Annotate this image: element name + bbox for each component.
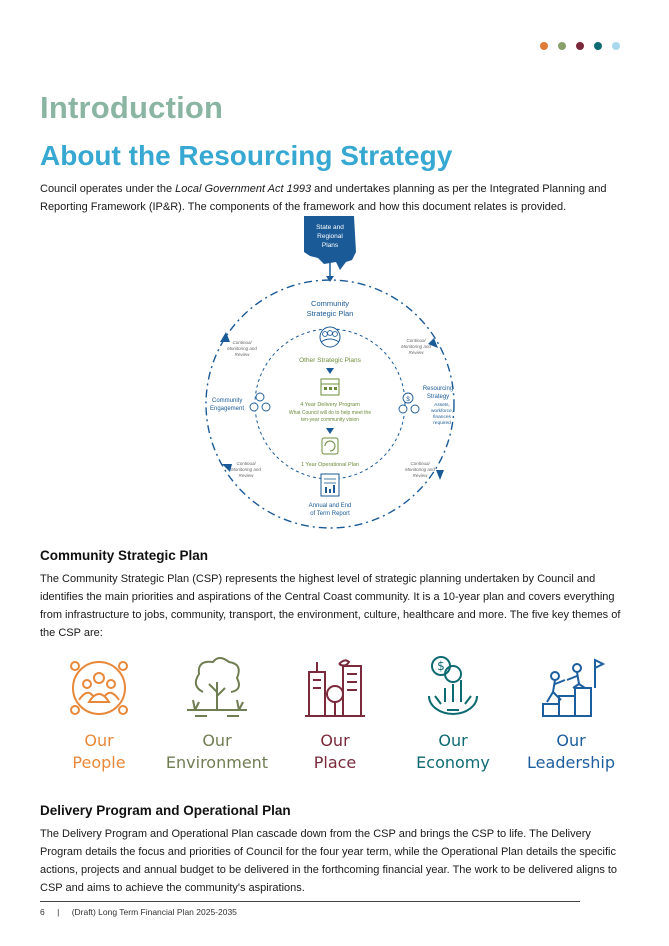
svg-text:$: $ [437, 659, 445, 673]
intro-text-before: Council operates under the [40, 183, 176, 195]
page-number: 6 [40, 907, 45, 917]
dot-light-blue [612, 42, 620, 50]
theme-economy: $ Our Economy [394, 652, 512, 774]
leadership-icon [542, 658, 606, 717]
people-icon [70, 661, 128, 715]
resourcing-label-5: finances [433, 414, 451, 420]
state-label-2: Regional [317, 233, 343, 240]
svg-text:Continual: Continual [236, 461, 256, 466]
outer-cycle-ring [205, 279, 455, 529]
other-plans-label: Other Strategic Plans [299, 357, 362, 364]
svg-text:Review: Review [239, 473, 255, 478]
footer-separator: | [57, 907, 60, 917]
cycle-arrow-icon [428, 338, 438, 348]
resourcing-label-4: workforce, [431, 408, 453, 414]
svg-text:$: $ [406, 397, 410, 403]
decorative-dots [540, 42, 620, 50]
csp-themes: Our People Our Environment [40, 652, 630, 774]
resourcing-label-2: Strategy [427, 394, 449, 400]
cycle-arrow-icon [220, 332, 230, 342]
theme-people: Our People [40, 652, 158, 774]
engagement-icon [249, 392, 271, 412]
svg-text:Continual: Continual [406, 338, 426, 343]
state-label-1: State and [316, 224, 344, 231]
economy-icon: $ [428, 656, 478, 715]
document-title: (Draft) Long Term Financial Plan 2025-20… [71, 907, 237, 917]
page-title: About the Resourcing Strategy [40, 140, 453, 171]
csp-label-1: Community [311, 299, 349, 308]
svg-text:Monitoring and: Monitoring and [401, 344, 431, 349]
theme-environment-label: Our Environment [165, 731, 269, 772]
dot-teal [594, 42, 602, 50]
resourcing-label-1: Resourcing [423, 386, 453, 392]
page-footer: 6 | (Draft) Long Term Financial Plan 202… [40, 907, 237, 917]
delivery-label-2: What Council will do to help meet the [289, 410, 371, 416]
engagement-label-1: Community [212, 398, 242, 404]
heading-delivery-program: Delivery Program and Operational Plan [40, 803, 291, 818]
svg-text:Review: Review [409, 350, 425, 355]
report-label-1: Annual and End [309, 503, 352, 509]
heading-community-strategic-plan: Community Strategic Plan [40, 548, 209, 563]
csp-paragraph: The Community Strategic Plan (CSP) repre… [40, 573, 621, 639]
state-label-3: Plans [322, 242, 339, 249]
svg-text:Continual: Continual [410, 461, 430, 466]
theme-place: Our Place [276, 652, 394, 774]
city-icon [305, 659, 365, 717]
svg-text:Review: Review [413, 473, 429, 478]
resourcing-label-3: Assets, [434, 402, 450, 408]
monitoring-note-bottom-right: Continual Monitoring and Review [405, 461, 435, 478]
svg-text:Monitoring and: Monitoring and [227, 346, 257, 351]
svg-text:Monitoring and: Monitoring and [405, 467, 435, 472]
resourcing-label-6: required [433, 420, 451, 426]
report-label-2: of Term Report [310, 511, 350, 517]
theme-place-label: Our Place [313, 731, 357, 772]
delivery-label-1: 4 Year Delivery Program [300, 402, 360, 408]
tree-icon [187, 657, 247, 717]
theme-people-label: Our People [72, 731, 126, 772]
cycle-arrow-icon [436, 470, 444, 480]
dot-olive [558, 42, 566, 50]
community-icon [319, 326, 341, 348]
down-arrow-icon [326, 428, 334, 434]
delivery-label-3: ten-year community vision [301, 417, 359, 423]
dot-orange [540, 42, 548, 50]
act-name: Local Government Act 1993 [175, 183, 312, 195]
down-arrow-icon [326, 368, 334, 374]
cycle-plan-icon [321, 437, 339, 455]
theme-economy-label: Our Economy [416, 731, 490, 772]
svg-text:Continual: Continual [232, 340, 252, 345]
ipr-framework-diagram: State and Regional Plans Community Strat… [205, 216, 455, 529]
theme-leadership-label: Our Leadership [527, 731, 615, 772]
report-icon [320, 473, 340, 497]
intro-paragraph: Council operates under the Local Governm… [40, 180, 630, 216]
theme-leadership: Our Leadership [512, 652, 630, 774]
svg-text:Review: Review [235, 352, 251, 357]
resources-icon: $ [398, 392, 420, 414]
monitoring-note-top-right: Continual Monitoring and Review [401, 338, 431, 355]
state-map-icon [304, 216, 356, 270]
monitoring-note-top-left: Continual Monitoring and Review [227, 340, 257, 357]
svg-text:Monitoring and: Monitoring and [231, 467, 261, 472]
engagement-label-2: Engagement [210, 406, 244, 412]
theme-environment: Our Environment [158, 652, 276, 774]
csp-label-2: Strategic Plan [307, 309, 354, 318]
delivery-paragraph: The Delivery Program and Operational Pla… [40, 828, 618, 894]
state-arrow-icon [326, 276, 334, 282]
operational-label: 1 Year Operational Plan [301, 462, 359, 468]
intro-text-after: and undertakes planning as per the Integ… [40, 183, 607, 213]
dot-maroon [576, 42, 584, 50]
section-title-introduction: Introduction [40, 90, 224, 125]
cycle-arrow-icon [222, 464, 232, 472]
monitoring-note-bottom-left: Continual Monitoring and Review [231, 461, 261, 478]
calendar-icon [320, 378, 340, 396]
footer-divider [40, 901, 580, 902]
